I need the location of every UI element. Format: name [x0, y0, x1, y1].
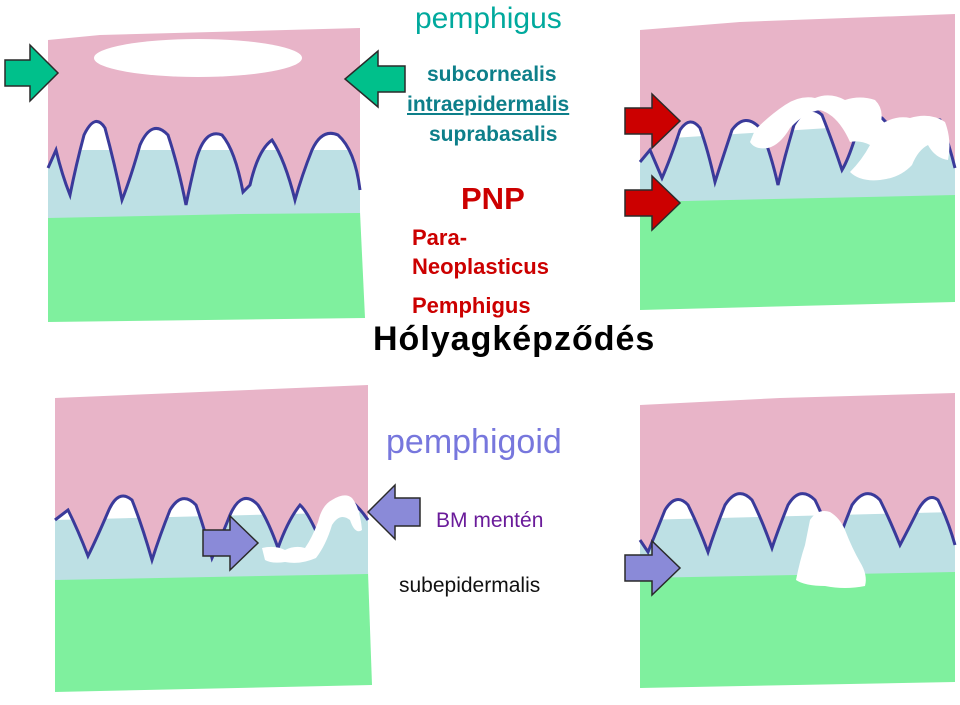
- arrow-right-icon: [624, 92, 682, 150]
- title-pemphigus: pemphigus: [415, 2, 562, 35]
- suprabasal-blister: [750, 95, 950, 181]
- panel-suprabasal: [638, 14, 957, 310]
- label-pemphigus: Pemphigus: [412, 293, 531, 318]
- label-intraepidermalis: intraepidermalis: [407, 93, 570, 116]
- heading-holyagkepzodes: Hólyagképződés: [373, 320, 656, 358]
- arrow-right-icon: [4, 43, 60, 103]
- arrow-right-icon: [624, 174, 682, 232]
- label-suprabasalis: suprabasalis: [429, 123, 558, 146]
- arrow-right-icon: [202, 514, 260, 572]
- label-pnp: PNP: [461, 181, 525, 216]
- basal-layer: [640, 512, 955, 578]
- basement-membrane-line: [638, 492, 957, 557]
- epidermis-layer: [55, 385, 368, 560]
- dermis-layer: [48, 212, 365, 322]
- basal-layer: [48, 150, 360, 218]
- arrow-right-icon: [624, 539, 682, 597]
- dermis-layer: [640, 192, 955, 310]
- label-neoplasticus: Neoplasticus: [412, 254, 549, 279]
- panel-bm-blister: [54, 385, 372, 692]
- panel-subepidermal: [638, 393, 957, 688]
- panel-subcorneal: [46, 28, 365, 322]
- label-bm-menten: BM mentén: [436, 509, 544, 532]
- subcorneal-blister: [94, 39, 302, 77]
- basement-membrane-line: [46, 119, 362, 206]
- dermis-layer: [55, 572, 372, 692]
- label-subcornealis: subcornealis: [427, 63, 557, 86]
- epidermis-layer: [48, 28, 360, 205]
- bm-blister: [262, 495, 362, 563]
- label-subepidermalis: subepidermalis: [399, 574, 541, 597]
- arrow-left-icon: [343, 49, 406, 109]
- label-para: Para-: [412, 225, 468, 250]
- subepidermal-blister: [796, 511, 866, 588]
- arrow-left-icon: [366, 483, 421, 541]
- epidermis-layer: [640, 393, 955, 552]
- title-pemphigoid: pemphigoid: [386, 423, 562, 461]
- dermis-layer: [640, 570, 955, 688]
